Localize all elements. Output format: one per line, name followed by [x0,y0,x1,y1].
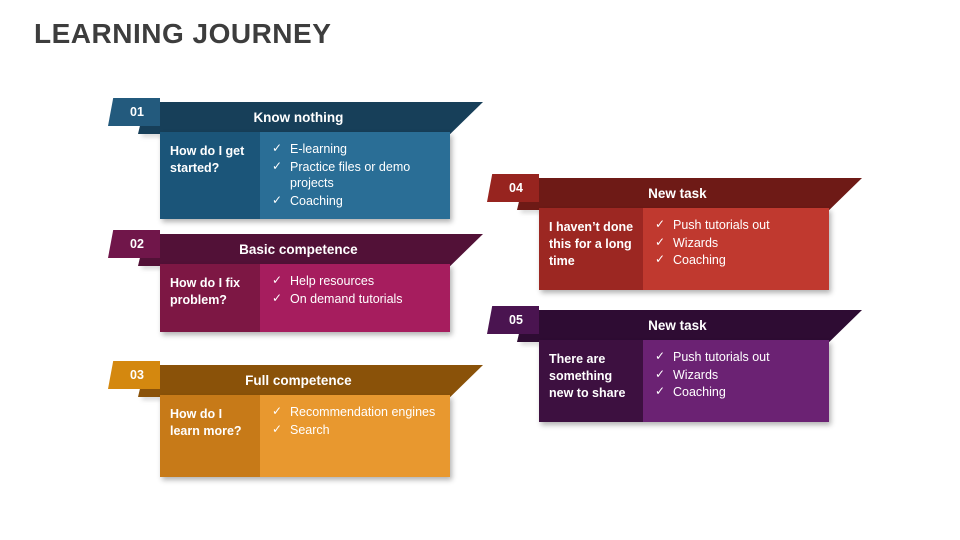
checklist-item-label: Coaching [290,193,343,208]
checklist-item: ✓ Coaching [272,193,442,210]
checklist-item-label: Wizards [673,235,719,250]
block-heading: Basic competence [239,242,358,258]
checklist-item: ✓ Wizards [655,367,821,384]
block-body: How do I get started? ✓ E-learning ✓ Practic… [160,132,450,219]
block-body: How do I fix problem? ✓ Help resources ✓ On … [160,264,450,332]
checklist-item: ✓ Recommendation engines [272,404,442,421]
check-icon: ✓ [655,366,666,381]
checklist-item: ✓ Push tutorials out [655,217,821,234]
block-checklist: ✓ Recommendation engines ✓ Search [260,395,450,477]
checklist-item: ✓ On demand tutorials [272,291,442,308]
checklist-item-label: Push tutorials out [673,350,770,364]
block-checklist: ✓ Push tutorials out ✓ Wizards ✓ Coaching [643,208,829,290]
checklist-item-label: Help resources [290,274,375,288]
block-question: How do I learn more? [160,395,260,477]
block-heading: New task [648,318,707,334]
block-body: How do I learn more? ✓ Recommendation engi… [160,395,450,477]
block-number: 05 [509,312,523,327]
block-question: There are something new to share [539,340,643,422]
check-icon: ✓ [272,192,283,207]
page-title: LEARNING JOURNEY [34,18,332,49]
block-heading: New task [648,186,707,202]
checklist-item-label: Coaching [673,253,726,267]
checklist-item: ✓ Coaching [655,384,821,401]
checklist-item-label: Search [290,422,330,437]
block-body: There are something new to share ✓ Push tu… [539,340,829,422]
check-icon: ✓ [272,141,283,155]
checklist-item: ✓ Practice files or demo projects [272,159,442,192]
check-icon: ✓ [272,158,283,173]
block-number: 02 [130,236,144,251]
checklist-item: ✓ Help resources [272,273,442,290]
checklist-item: ✓ Search [272,422,442,439]
checklist-item-label: Recommendation engines [290,405,436,419]
checklist-item-label: Push tutorials out [673,218,770,232]
check-icon: ✓ [272,273,283,287]
block-banner: Know nothing [138,102,483,134]
block-checklist: ✓ Help resources ✓ On demand tutorials [260,264,450,332]
checklist-item-label: Coaching [673,385,726,399]
checklist-item: ✓ Wizards [655,235,821,252]
block-checklist: ✓ E-learning ✓ Practice files or demo proje… [260,132,450,219]
check-icon: ✓ [272,421,283,436]
block-number-tab: 04 [487,174,539,202]
checklist-item: ✓ Coaching [655,252,821,269]
block-question: I haven’t done this for a long time [539,208,643,290]
checklist-item: ✓ E-learning [272,141,442,158]
checklist-item: ✓ Push tutorials out [655,349,821,366]
check-icon: ✓ [655,234,666,249]
block-banner: Basic competence [138,234,483,266]
check-icon: ✓ [272,290,283,305]
block-number-tab: 01 [108,98,160,126]
block-number-tab: 02 [108,230,160,258]
block-heading: Know nothing [253,110,344,126]
checklist-item-label: Practice files or demo projects [290,159,411,191]
block-banner: New task [517,310,862,342]
checklist-item-label: On demand tutorials [290,291,403,306]
check-icon: ✓ [272,404,283,418]
block-number: 03 [130,367,144,382]
block-heading: Full competence [245,373,352,389]
block-number: 04 [509,180,523,195]
block-banner: New task [517,178,862,210]
block-number: 01 [130,104,144,119]
block-number-tab: 05 [487,306,539,334]
check-icon: ✓ [655,252,666,266]
checklist-item-label: Wizards [673,367,719,382]
block-question: How do I get started? [160,132,260,219]
check-icon: ✓ [655,384,666,398]
block-number-tab: 03 [108,361,160,389]
block-question: How do I fix problem? [160,264,260,332]
block-banner: Full competence [138,365,483,397]
block-checklist: ✓ Push tutorials out ✓ Wizards ✓ Coaching [643,340,829,422]
block-body: I haven’t done this for a long time ✓ Push… [539,208,829,290]
check-icon: ✓ [655,217,666,231]
check-icon: ✓ [655,349,666,363]
checklist-item-label: E-learning [290,142,347,156]
